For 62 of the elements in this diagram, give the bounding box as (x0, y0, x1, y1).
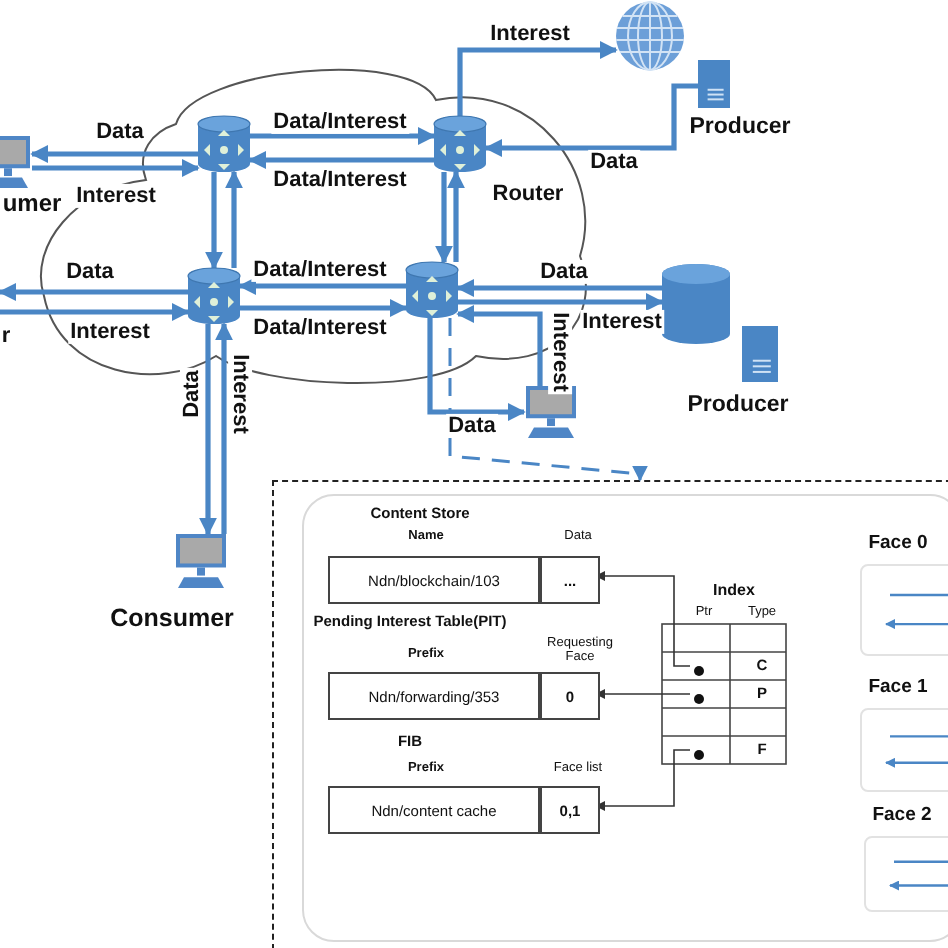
globe-icon (616, 2, 684, 70)
edge-label: Data (446, 413, 498, 439)
computer-icon (174, 534, 228, 588)
edge-label: Data (64, 259, 116, 285)
arrow (435, 172, 453, 264)
face-label: Face 1 (866, 676, 930, 698)
edge-label: Data/Interest (271, 109, 409, 135)
edge-label: Interest (68, 319, 152, 345)
arrow (484, 83, 698, 157)
pointer-dot (694, 666, 704, 676)
text-label: Index (713, 583, 755, 601)
pointer-dot (694, 750, 704, 760)
edge-label: Interest (580, 309, 664, 335)
server-icon (698, 60, 730, 108)
node-caption: Producer (689, 115, 791, 141)
arrow (238, 277, 406, 295)
router-icon (406, 262, 458, 318)
router-icon (198, 116, 250, 172)
arrow (32, 159, 200, 177)
node-caption: Consumer (110, 606, 234, 634)
arrow (240, 299, 408, 317)
arrow (0, 303, 190, 321)
arrow (448, 318, 648, 482)
router-icon (188, 268, 240, 324)
face-label: Face 0 (866, 532, 930, 554)
arrow (456, 279, 662, 297)
router-icon (434, 116, 486, 172)
pointer-dot (694, 694, 704, 704)
edge-label: Data (588, 149, 640, 175)
edge-label: Data/Interest (271, 167, 409, 193)
node-caption: umer (2, 190, 62, 218)
arrow (456, 305, 543, 386)
edge-label: Data (179, 368, 205, 420)
edge-label: Interest (74, 183, 158, 209)
arrow (457, 41, 618, 116)
arrow (447, 170, 465, 262)
text-label: r (1, 323, 11, 349)
arrow (225, 170, 243, 268)
arrow (205, 172, 223, 270)
arrow (215, 322, 233, 534)
edge-label: Interest (547, 310, 573, 394)
edge-label: Data (538, 259, 590, 285)
edge-label: Interest (488, 21, 572, 47)
node-caption: Producer (687, 393, 789, 419)
arrow (458, 293, 664, 311)
edge-label: Data (94, 119, 146, 145)
face-panel (860, 804, 948, 912)
database-icon (662, 264, 730, 344)
edge-label: Data/Interest (251, 315, 389, 341)
edge-label: Data/Interest (251, 257, 389, 283)
arrow (0, 283, 188, 301)
node-caption: Router (492, 181, 564, 207)
arrow (427, 318, 526, 421)
edge-label: Interest (227, 352, 253, 436)
face-panel (856, 532, 948, 656)
face-label: Face 2 (870, 804, 934, 826)
arrow (250, 127, 436, 145)
arrow (248, 151, 434, 169)
face-panel (856, 676, 948, 792)
arrow (199, 324, 217, 536)
arrow (30, 145, 198, 163)
server-icon (742, 326, 778, 382)
